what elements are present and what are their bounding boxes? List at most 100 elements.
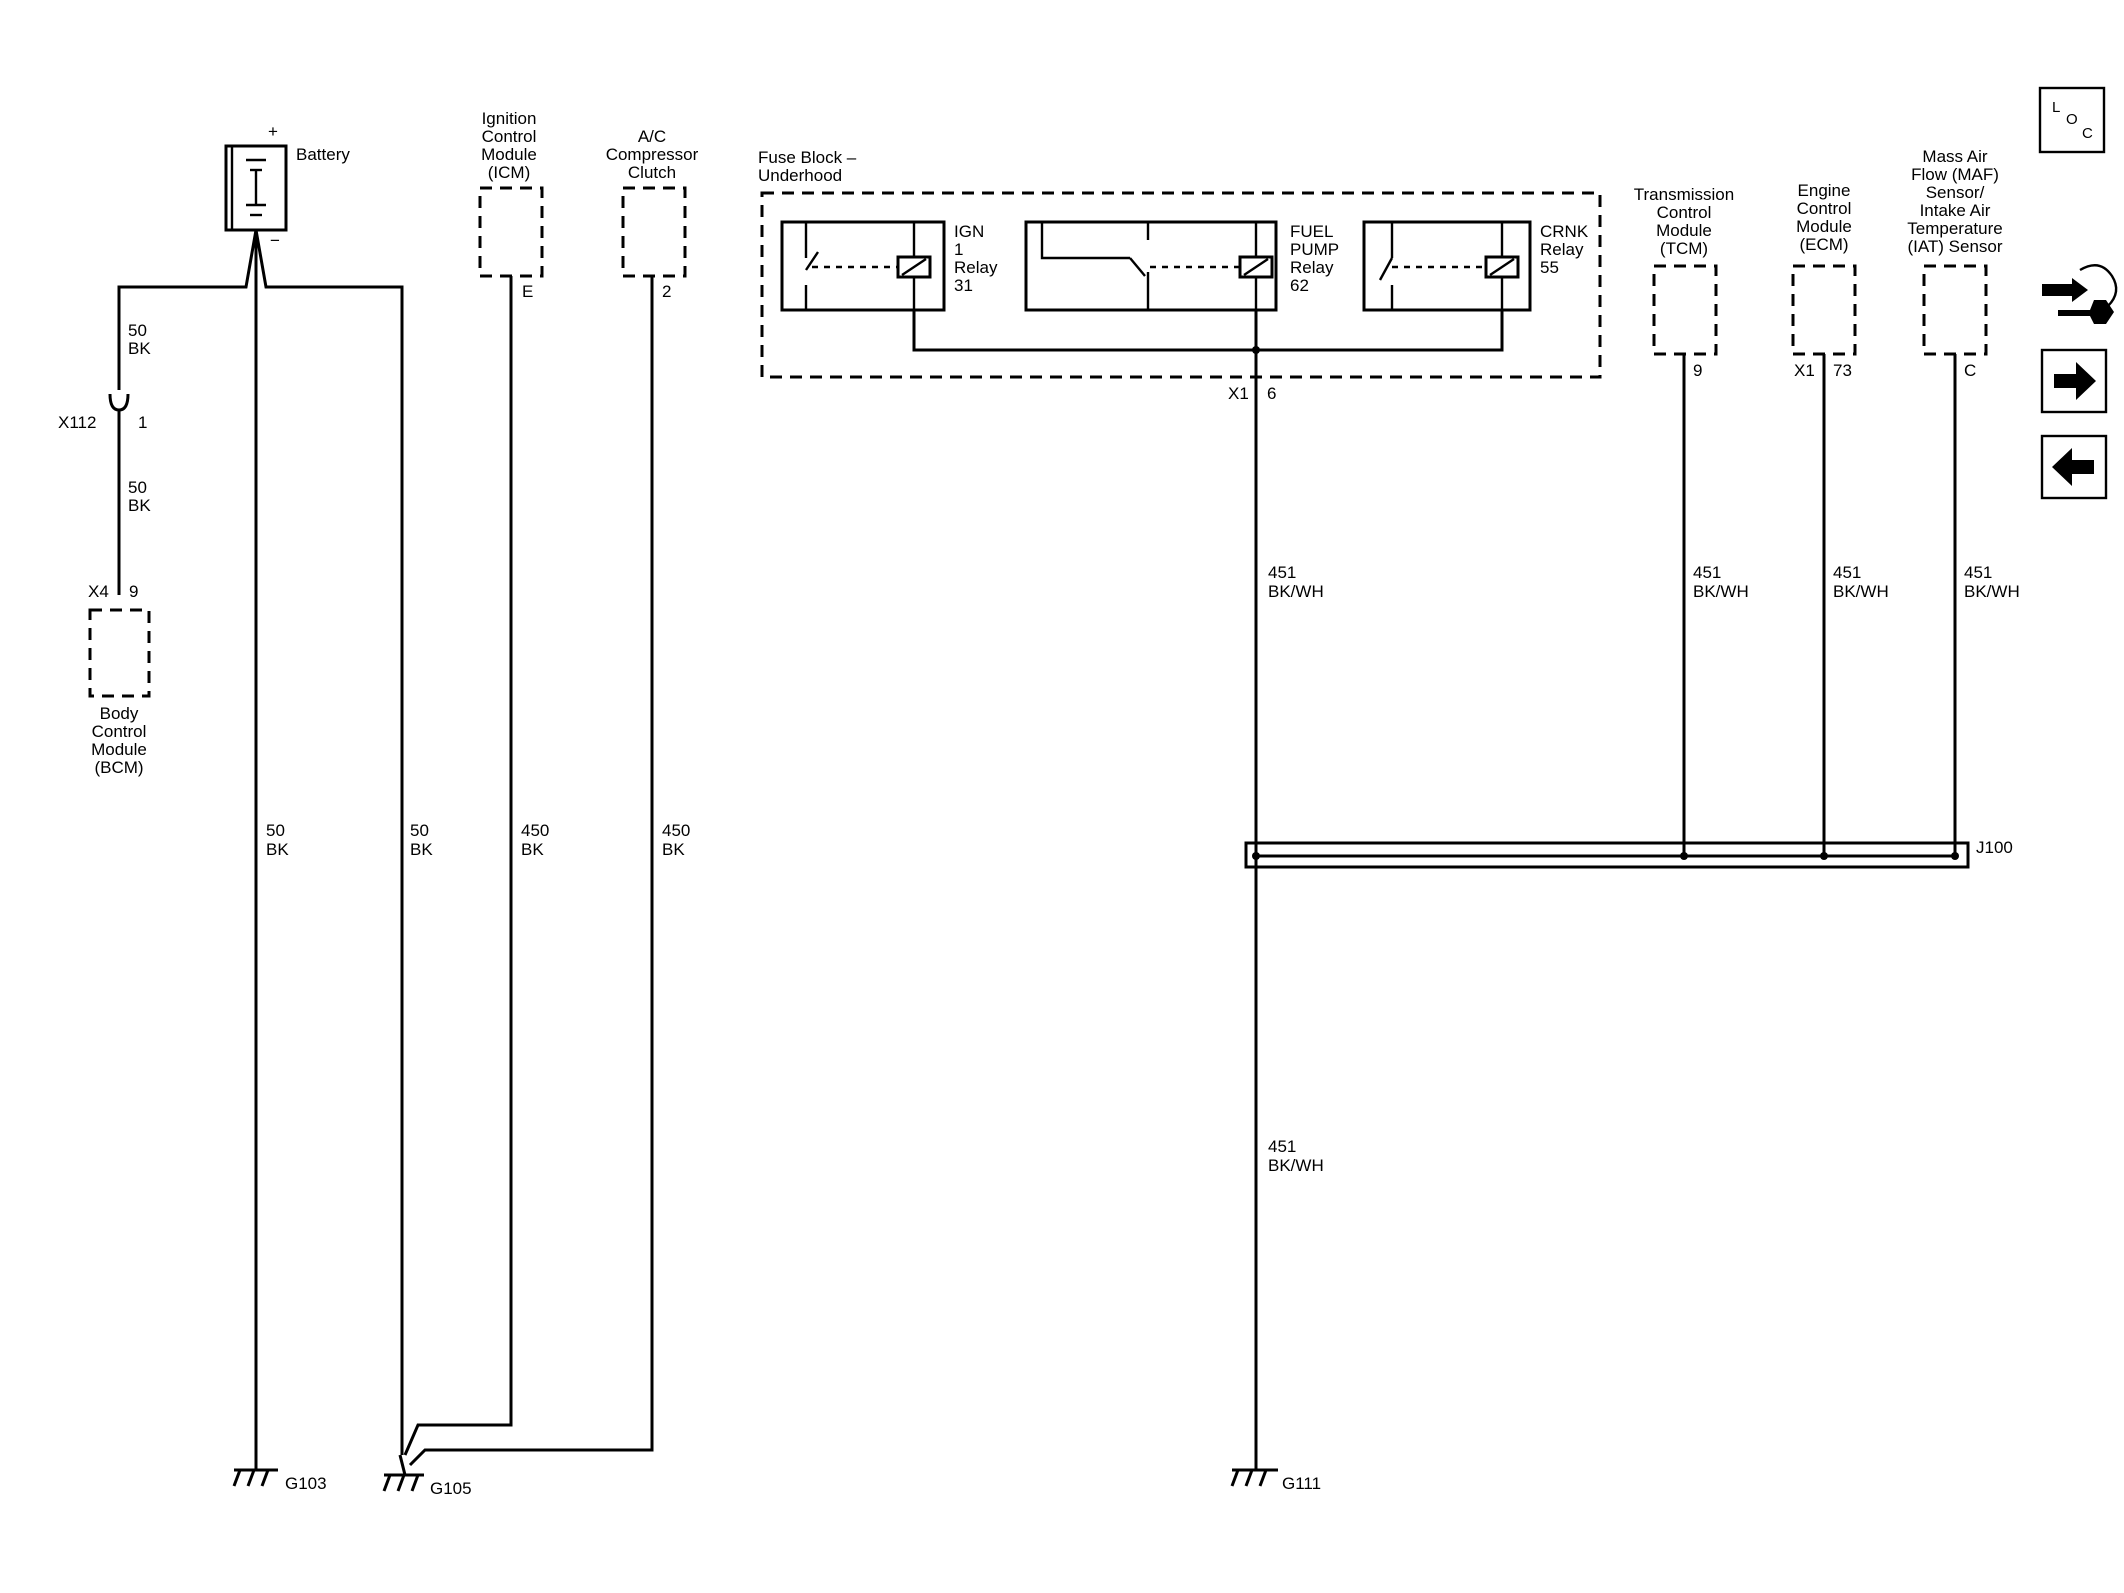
icm-label-2: Control	[482, 127, 537, 146]
x112-name: X112	[58, 413, 96, 432]
fuel-pump-relay-label-1: FUEL	[1290, 222, 1333, 241]
ign-relay: IGN 1 Relay 31	[780, 220, 998, 312]
wire-color-fuse-upper: BK/WH	[1268, 582, 1324, 601]
ecm-label-2: Control	[1797, 199, 1852, 218]
tcm-label-2: Control	[1657, 203, 1712, 222]
j100-label: J100	[1976, 838, 2013, 857]
icm-label-4: (ICM)	[488, 163, 530, 182]
wire-color-bcm-lower: BK	[128, 496, 151, 515]
wire-circuit-bcm-lower: 50	[128, 478, 147, 497]
ground-g105: G105	[382, 1454, 472, 1498]
fuel-pump-relay-label-2: PUMP	[1290, 240, 1339, 259]
tcm-label-3: Module	[1656, 221, 1712, 240]
tcm-label-4: (TCM)	[1660, 239, 1708, 258]
wire-color-g103: BK	[266, 840, 289, 859]
fuel-pump-relay-label-4: 62	[1290, 276, 1309, 295]
battery-minus: −	[270, 231, 280, 250]
bcm-connector: X4	[88, 582, 109, 601]
wire-color-icm: BK	[521, 840, 544, 859]
fuse-block-label-1: Fuse Block –	[758, 148, 857, 167]
maf-label-1: Mass Air	[1922, 147, 1988, 166]
maf-label-6: (IAT) Sensor	[1907, 237, 2002, 256]
ground-g103: G103	[232, 1468, 327, 1493]
ground-g111: G111	[1230, 1468, 1321, 1493]
x112-pin: 1	[138, 413, 147, 432]
fuel-pump-relay-label-3: Relay	[1290, 258, 1334, 277]
wire-color-g105: BK	[410, 840, 433, 859]
loc-icon-o: O	[2066, 111, 2078, 128]
ac-clutch-component: A/C Compressor Clutch 2	[606, 127, 699, 301]
ign-relay-label-3: Relay	[954, 258, 998, 277]
crnk-relay-label-3: 55	[1540, 258, 1559, 277]
ecm-component: Engine Control Module (ECM) X1 73	[1791, 181, 1857, 380]
wire-circuit-g111: 451	[1268, 1137, 1296, 1156]
ac-label-2: Compressor	[606, 145, 699, 164]
bcm-label-2: Control	[92, 722, 147, 741]
fuse-block-label-2: Underhood	[758, 166, 842, 185]
ecm-label-1: Engine	[1798, 181, 1851, 200]
ign-relay-label-1: IGN	[954, 222, 984, 241]
ground-g103-label: G103	[285, 1474, 327, 1493]
wire-color-ac: BK	[662, 840, 685, 859]
wire-circuit-g103: 50	[266, 821, 285, 840]
wire-circuit-tcm: 451	[1693, 563, 1721, 582]
icm-label-3: Module	[481, 145, 537, 164]
fuel-pump-relay: FUEL PUMP Relay 62	[1024, 220, 1339, 312]
maf-component: Mass Air Flow (MAF) Sensor/ Intake Air T…	[1907, 147, 2003, 380]
wire-circuit-ac: 450	[662, 821, 690, 840]
ecm-connector: X1	[1794, 361, 1815, 380]
icm-component: Ignition Control Module (ICM) E	[478, 109, 544, 301]
icm-label-1: Ignition	[482, 109, 537, 128]
bcm-label-1: Body	[100, 704, 139, 723]
maf-label-2: Flow (MAF)	[1911, 165, 1999, 184]
tcm-label-1: Transmission	[1634, 185, 1734, 204]
ground-g111-label: G111	[1282, 1474, 1321, 1493]
ecm-pin: 73	[1833, 361, 1852, 380]
ecm-label-4: (ECM)	[1799, 235, 1848, 254]
wire-circuit-bcm-upper: 50	[128, 321, 147, 340]
wire-color-g111: BK/WH	[1268, 1156, 1324, 1175]
wire-color-maf: BK/WH	[1964, 582, 2020, 601]
bcm-label-3: Module	[91, 740, 147, 759]
ign-relay-label-4: 31	[954, 276, 973, 295]
crnk-relay: CRNK Relay 55	[1362, 220, 1589, 312]
wire-color-bcm-upper: BK	[128, 339, 151, 358]
crnk-relay-label-1: CRNK	[1540, 222, 1589, 241]
wire-color-tcm: BK/WH	[1693, 582, 1749, 601]
loc-icon[interactable]: L O C	[2038, 86, 2106, 154]
arrow-right-icon[interactable]	[2040, 348, 2108, 414]
maf-label-4: Intake Air	[1920, 201, 1991, 220]
wire-circuit-maf: 451	[1964, 563, 1992, 582]
battery-component: + − Battery	[224, 122, 350, 250]
crnk-relay-label-2: Relay	[1540, 240, 1584, 259]
loc-icon-l: L	[2052, 99, 2060, 116]
bcm-component: X4 9 Body Control Module (BCM)	[88, 582, 151, 777]
battery-label: Battery	[296, 145, 350, 164]
ac-label-3: Clutch	[628, 163, 676, 182]
battery-plus: +	[268, 122, 278, 141]
wire-circuit-ecm: 451	[1833, 563, 1861, 582]
tcm-pin: 9	[1693, 361, 1702, 380]
j100-splice: J100	[1244, 838, 2013, 869]
ac-label-1: A/C	[638, 127, 666, 146]
ground-g105-label: G105	[430, 1479, 472, 1498]
wire-color-ecm: BK/WH	[1833, 582, 1889, 601]
arrow-left-icon[interactable]	[2040, 434, 2108, 500]
wire-circuit-icm: 450	[521, 821, 549, 840]
wrench-connector-icon[interactable]	[2042, 264, 2118, 324]
bcm-label-4: (BCM)	[94, 758, 143, 777]
tcm-component: Transmission Control Module (TCM) 9	[1634, 185, 1734, 380]
ac-pin: 2	[662, 282, 671, 301]
maf-label-5: Temperature	[1907, 219, 2002, 238]
icm-pin: E	[522, 282, 533, 301]
fuse-block-connector: X1	[1228, 384, 1249, 403]
wire-circuit-fuse-upper: 451	[1268, 563, 1296, 582]
loc-icon-c: C	[2082, 125, 2093, 142]
maf-pin: C	[1964, 361, 1976, 380]
fuse-block-pin: 6	[1267, 384, 1276, 403]
ecm-label-3: Module	[1796, 217, 1852, 236]
maf-label-3: Sensor/	[1926, 183, 1985, 202]
ign-relay-label-2: 1	[954, 240, 963, 259]
bcm-pin: 9	[129, 582, 138, 601]
